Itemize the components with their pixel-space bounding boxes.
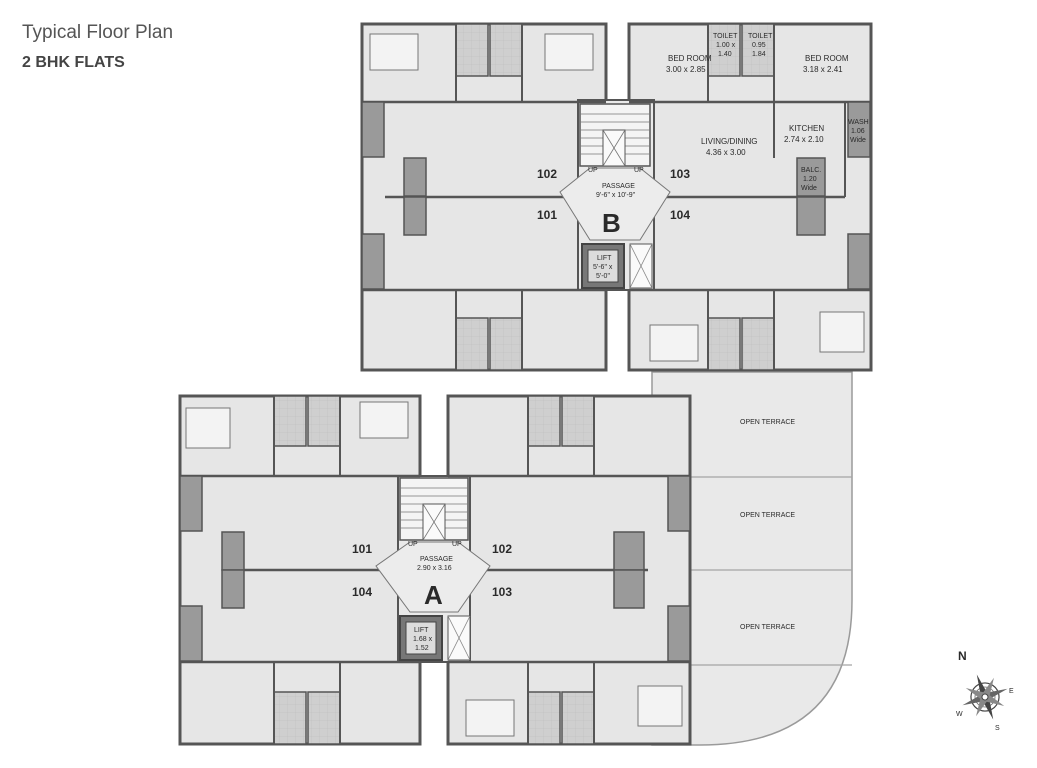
b-wing-letter: B bbox=[602, 208, 621, 238]
a-passage-label: PASSAGE bbox=[420, 556, 453, 563]
b-bedroom-right-size: 3.18 x 2.41 bbox=[803, 65, 843, 74]
b-toilet-right-size-2: 1.84 bbox=[752, 51, 766, 58]
a-flat-103: 103 bbox=[492, 585, 512, 599]
compass-s: S bbox=[995, 725, 1000, 732]
terrace-label-2: OPEN TERRACE bbox=[740, 512, 795, 519]
b-balc-size-2: Wide bbox=[801, 185, 817, 192]
b-flat-101: 101 bbox=[537, 208, 557, 222]
compass-w: W bbox=[956, 711, 963, 718]
b-wash-label: WASH bbox=[848, 119, 869, 126]
b-living-label: LIVING/DINING bbox=[701, 137, 757, 146]
a-lift-label: LIFT bbox=[414, 627, 429, 634]
compass-rose-icon bbox=[962, 674, 1008, 720]
b-lift-size-1: 5'-6" x bbox=[593, 264, 613, 271]
b-passage-size: 9'-6" x 10'-9" bbox=[596, 192, 636, 199]
a-flat-104: 104 bbox=[352, 585, 372, 599]
compass-n: N bbox=[958, 649, 967, 663]
compass-e: E bbox=[1009, 688, 1014, 695]
b-flat-103: 103 bbox=[670, 167, 690, 181]
a-stair-up-right: UP bbox=[452, 541, 462, 548]
b-stair-up-right: UP bbox=[634, 167, 644, 174]
b-toilet-left-size-2: 1.40 bbox=[718, 51, 732, 58]
a-flat-102: 102 bbox=[492, 542, 512, 556]
terrace-label-1: OPEN TERRACE bbox=[740, 419, 795, 426]
a-flat-101: 101 bbox=[352, 542, 372, 556]
a-lift-size-2: 1.52 bbox=[415, 645, 429, 652]
b-bedroom-right-label: BED ROOM bbox=[805, 54, 849, 63]
open-terrace-area bbox=[648, 371, 853, 746]
wing-a bbox=[178, 394, 692, 746]
b-flat-102: 102 bbox=[537, 167, 557, 181]
b-toilet-right-label: TOILET bbox=[748, 33, 773, 40]
a-wing-letter: A bbox=[424, 580, 443, 610]
b-toilet-left-label: TOILET bbox=[713, 33, 738, 40]
a-stair-up-left: UP bbox=[408, 541, 418, 548]
b-passage-label: PASSAGE bbox=[602, 183, 635, 190]
a-passage-size: 2.90 x 3.16 bbox=[417, 565, 452, 572]
b-bedroom-left-label: BED ROOM bbox=[668, 54, 712, 63]
b-toilet-left-size-1: 1.00 x bbox=[716, 42, 736, 49]
b-wash-size-1: 1.06 bbox=[851, 128, 865, 135]
b-wash-size-2: Wide bbox=[850, 137, 866, 144]
a-lift-size-1: 1.68 x bbox=[413, 636, 433, 643]
terrace-label-3: OPEN TERRACE bbox=[740, 624, 795, 631]
b-kitchen-size: 2.74 x 2.10 bbox=[784, 135, 824, 144]
b-kitchen-label: KITCHEN bbox=[789, 124, 824, 133]
b-flat-104: 104 bbox=[670, 208, 690, 222]
page-subtitle: 2 BHK FLATS bbox=[22, 54, 125, 71]
page-title: Typical Floor Plan bbox=[22, 22, 174, 43]
wing-b bbox=[360, 22, 873, 372]
b-living-size: 4.36 x 3.00 bbox=[706, 148, 746, 157]
b-balc-label: BALC. bbox=[801, 167, 821, 174]
b-toilet-right-size-1: 0.95 bbox=[752, 42, 766, 49]
b-balc-size-1: 1.20 bbox=[803, 176, 817, 183]
b-bedroom-left-size: 3.00 x 2.85 bbox=[666, 65, 706, 74]
b-stair-up-left: UP bbox=[588, 167, 598, 174]
b-lift-size-2: 5'-0" bbox=[596, 273, 610, 280]
b-lift-label: LIFT bbox=[597, 255, 612, 262]
